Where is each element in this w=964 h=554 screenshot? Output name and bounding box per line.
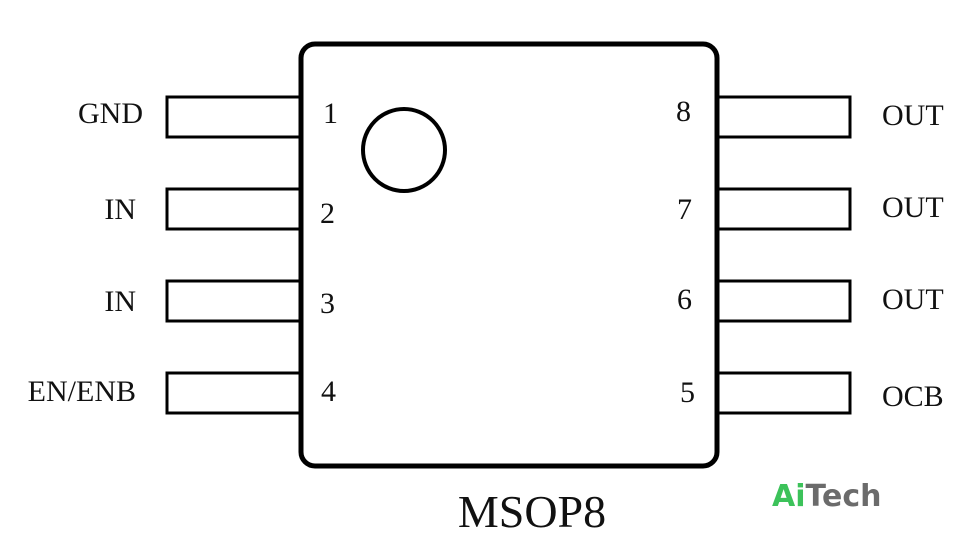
pin-number-5: 5 xyxy=(680,376,695,409)
pin-name-6: OUT xyxy=(882,283,944,316)
pin-number-1: 1 xyxy=(323,97,338,130)
pin1-indicator-circle xyxy=(361,107,447,193)
pin-name-7: OUT xyxy=(882,191,944,224)
pin-name-5: OCB xyxy=(882,380,944,413)
pin-lead-5 xyxy=(714,371,852,415)
pin-number-6: 6 xyxy=(677,283,692,316)
package-label: MSOP8 xyxy=(458,486,606,537)
pin-lead-4 xyxy=(165,371,304,415)
pin-name-2: IN xyxy=(104,193,136,226)
pin-name-8: OUT xyxy=(882,99,944,132)
pin-lead-6 xyxy=(714,279,852,323)
pin-name-3: IN xyxy=(104,285,136,318)
aitech-logo: AiTech xyxy=(772,479,881,514)
pin-name-1: GND xyxy=(78,97,143,130)
pin-lead-7 xyxy=(714,187,852,231)
pin-number-8: 8 xyxy=(676,95,691,128)
pin-lead-1 xyxy=(165,95,304,139)
logo-text-tech: Tech xyxy=(806,479,882,514)
pin-lead-2 xyxy=(165,187,304,231)
pin-number-3: 3 xyxy=(320,287,335,320)
pin-lead-8 xyxy=(714,95,852,139)
package-body xyxy=(298,41,720,469)
pin-number-7: 7 xyxy=(677,193,692,226)
pin-name-4: EN/ENB xyxy=(28,375,136,408)
pin-number-2: 2 xyxy=(320,197,335,230)
pin-number-4: 4 xyxy=(321,375,336,408)
logo-text-ai: Ai xyxy=(772,479,806,514)
pin-lead-3 xyxy=(165,279,304,323)
